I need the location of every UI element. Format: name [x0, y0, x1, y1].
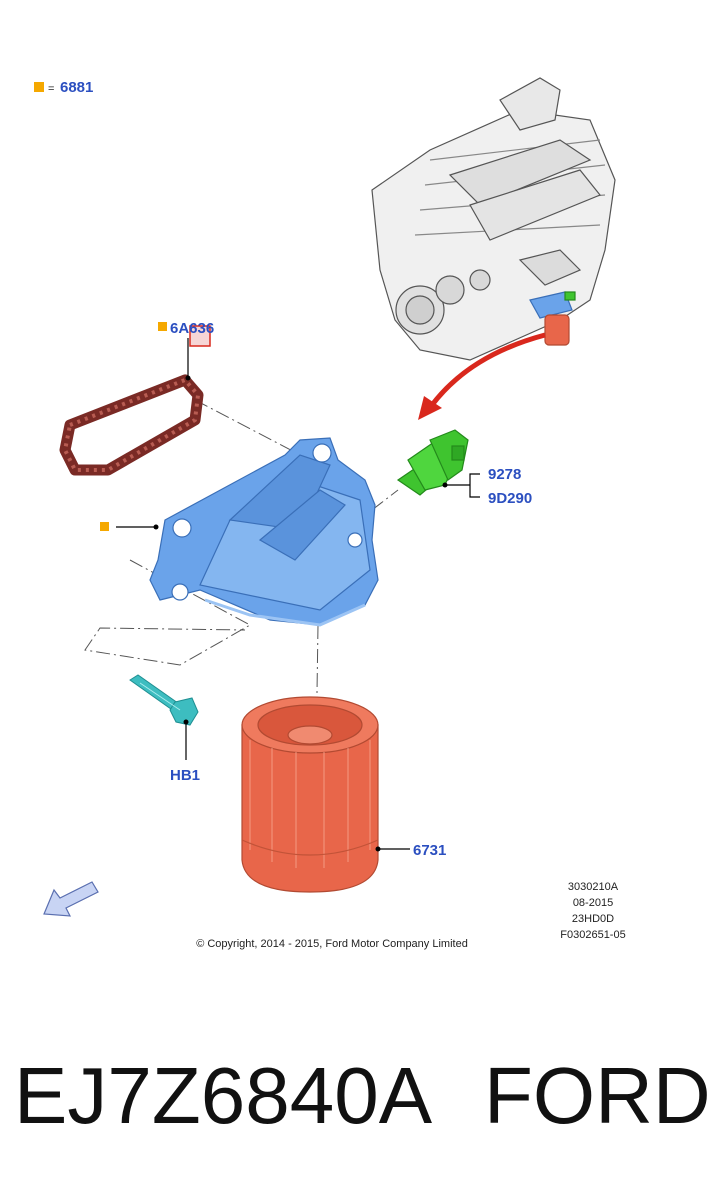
- leader-sensor-dot: [442, 482, 448, 488]
- callout-sensor-b[interactable]: 9D290: [488, 490, 532, 507]
- info-line-2: 08-2015: [573, 897, 613, 909]
- product-caption: EJ7Z6840A FORD: [0, 1050, 708, 1160]
- oil-pressure-sensor-icon: [396, 429, 469, 496]
- leader-adapter-dot: [153, 524, 159, 530]
- oil-filter-icon: [241, 696, 379, 893]
- brand-name: FORD: [484, 1051, 708, 1140]
- callout-filter[interactable]: 6731: [413, 842, 446, 859]
- adapter-callout-marker: [100, 522, 109, 531]
- info-line-3: 23HD0D: [572, 913, 614, 925]
- gasket-icon: [59, 374, 204, 476]
- leader-filter-dot: [375, 846, 381, 852]
- callout-sensor-a[interactable]: 9278: [488, 466, 521, 483]
- leader-sensor-bracket: [469, 473, 480, 498]
- leader-gasket-dot: [185, 375, 191, 381]
- bolt-icon: [129, 674, 199, 726]
- callout-gasket[interactable]: 6A636: [170, 320, 214, 337]
- legend-marker: [34, 82, 44, 92]
- legend-code: 6881: [60, 79, 93, 96]
- callout-bolt[interactable]: HB1: [170, 767, 200, 784]
- leader-bolt-dot: [183, 719, 189, 725]
- part-number: EJ7Z6840A: [14, 1051, 433, 1140]
- exploded-parts-diagram: = 6881 6A636: [34, 77, 626, 950]
- info-line-1: 3030210A: [568, 881, 619, 893]
- oil-filter-adapter-icon: [149, 437, 379, 627]
- copyright-text: © Copyright, 2014 - 2015, Ford Motor Com…: [196, 938, 468, 950]
- gasket-callout-marker: [158, 322, 167, 331]
- legend-equals: =: [48, 83, 54, 95]
- engine-block-icon: [371, 77, 616, 361]
- gasket-highlight-box: [189, 325, 211, 347]
- info-line-4: F0302651-05: [560, 929, 625, 941]
- orientation-arrow-icon: [43, 881, 99, 917]
- direction-arrow-icon: [418, 332, 546, 420]
